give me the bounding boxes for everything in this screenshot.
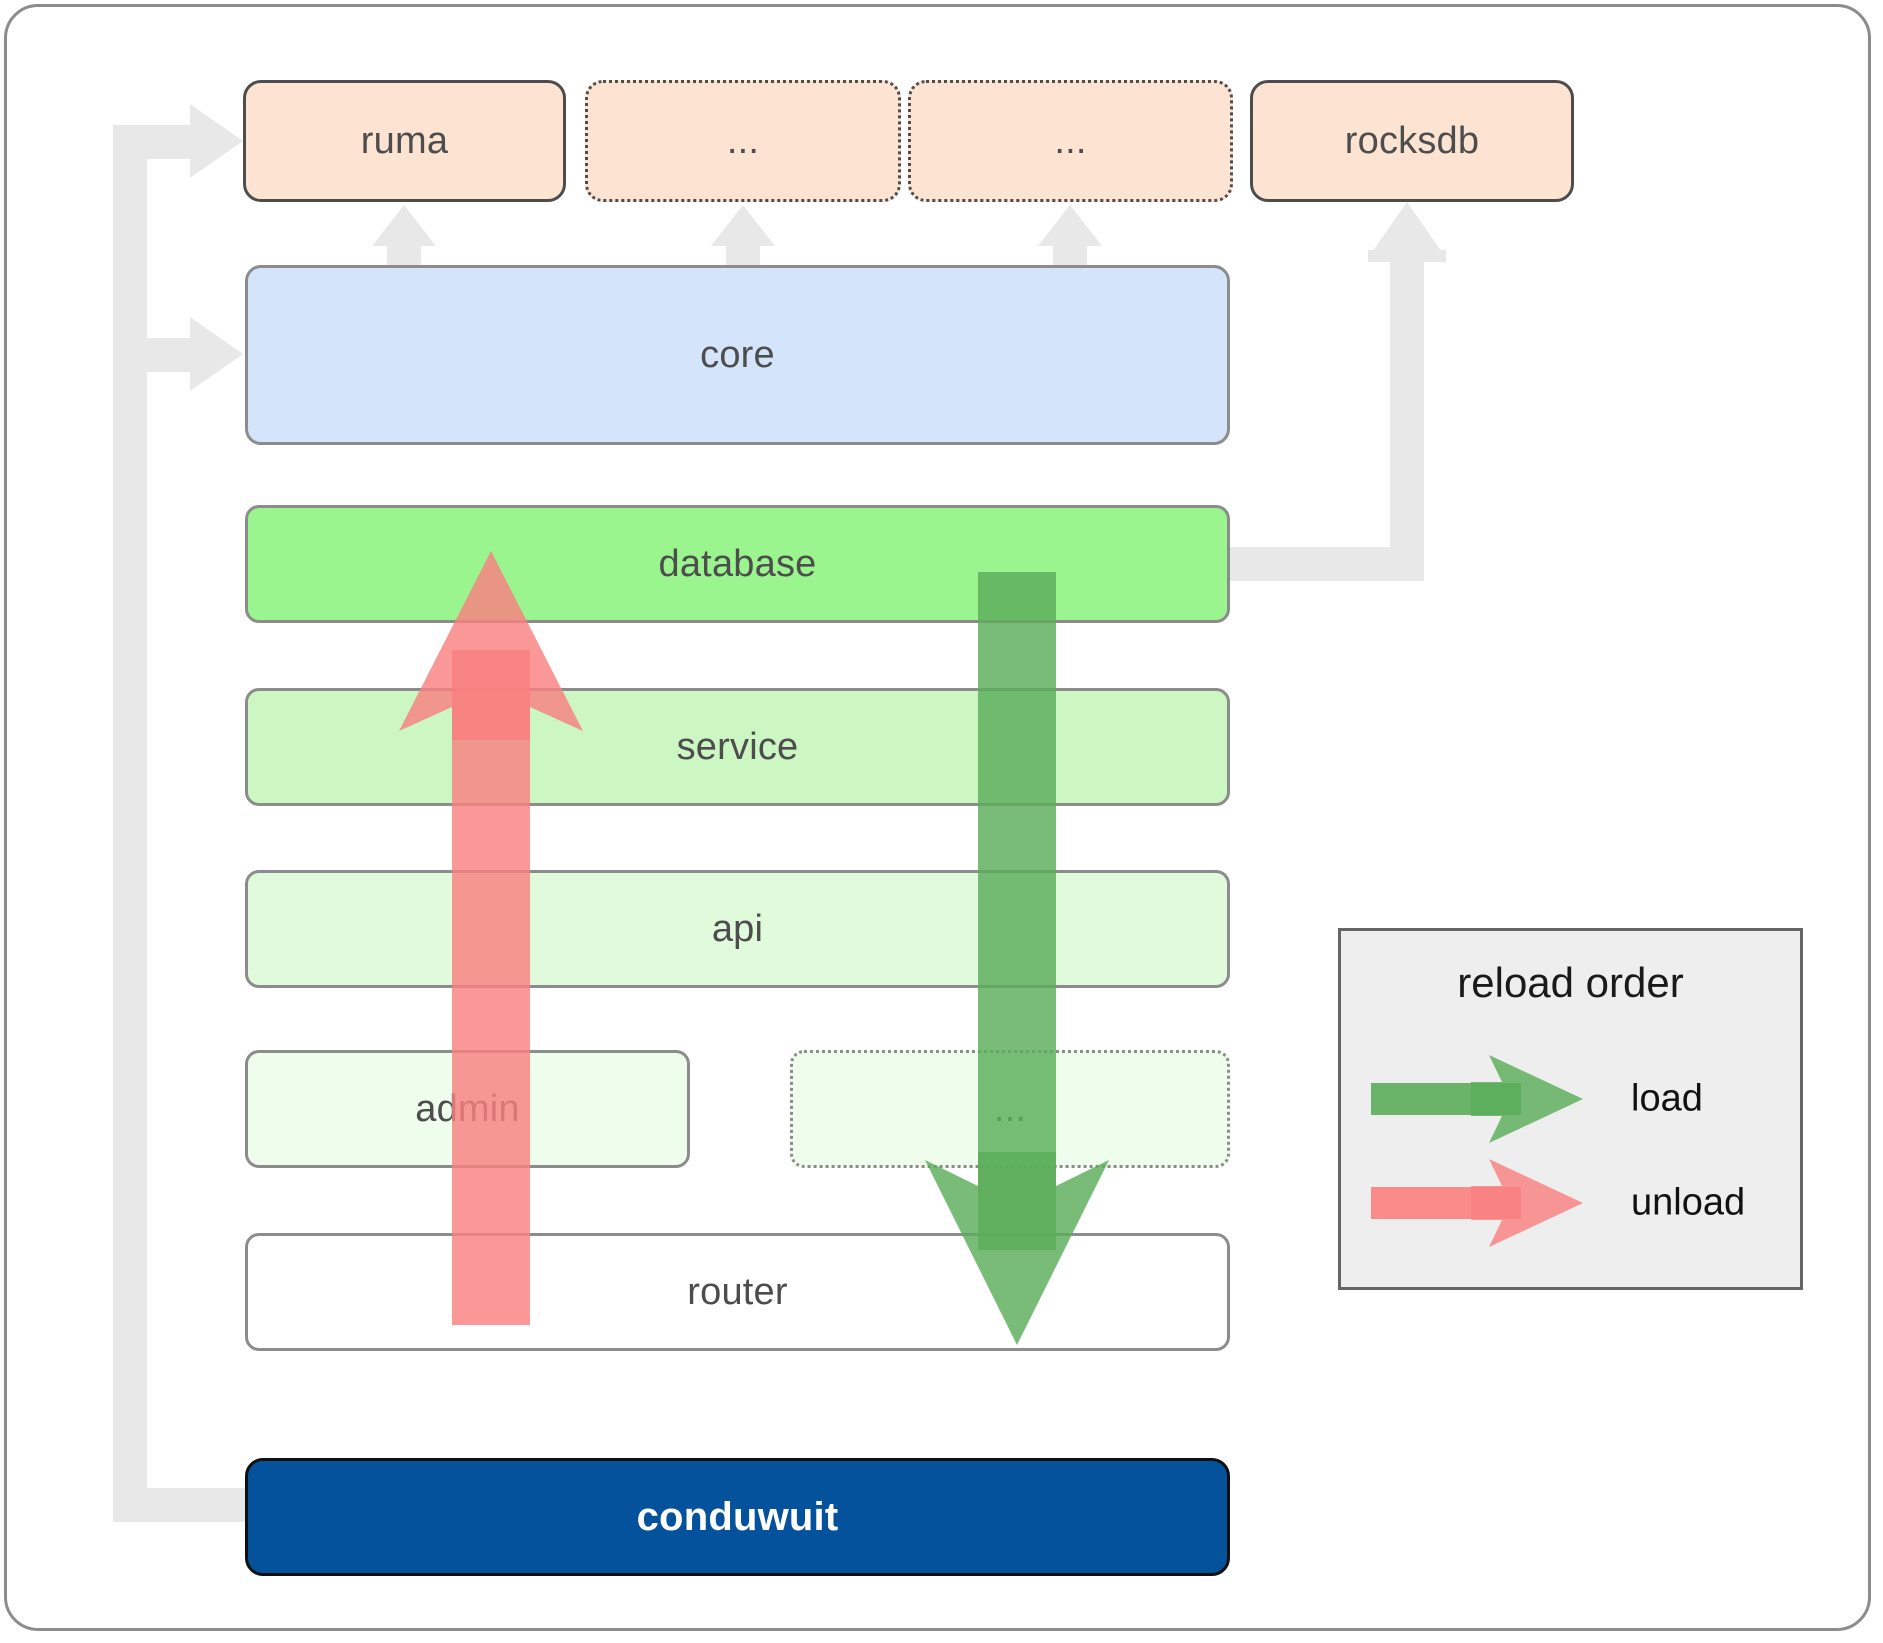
node-conduwuit[interactable]: conduwuit [245, 1458, 1230, 1576]
legend-load-arrow-icon [1371, 1055, 1583, 1143]
node-rocksdb[interactable]: rocksdb [1250, 80, 1574, 202]
node-dependency-placeholder-1[interactable]: ... [585, 80, 901, 202]
node-crate-placeholder[interactable]: ... [790, 1050, 1230, 1168]
node-api-label: api [711, 907, 764, 950]
node-admin[interactable]: admin [245, 1050, 690, 1168]
node-database[interactable]: database [245, 505, 1230, 623]
node-dependency-placeholder-2-label: ... [1054, 119, 1087, 162]
legend-load-label: load [1631, 1077, 1703, 1120]
node-ruma[interactable]: ruma [243, 80, 566, 202]
node-dependency-placeholder-2[interactable]: ... [908, 80, 1233, 202]
node-ruma-label: ruma [360, 119, 449, 162]
node-crate-placeholder-label: ... [993, 1087, 1027, 1130]
legend-panel: reload order load unload [1338, 928, 1803, 1290]
node-router[interactable]: router [245, 1233, 1230, 1351]
node-admin-label: admin [415, 1087, 520, 1130]
legend-row-load: load [1341, 1053, 1800, 1145]
node-database-label: database [658, 542, 817, 585]
node-api[interactable]: api [245, 870, 1230, 988]
node-conduwuit-label: conduwuit [636, 1494, 839, 1539]
node-rocksdb-label: rocksdb [1344, 119, 1480, 162]
legend-unload-arrow-icon [1371, 1159, 1583, 1247]
diagram-frame [4, 4, 1871, 1631]
node-dependency-placeholder-1-label: ... [726, 119, 760, 162]
node-core-label: core [700, 333, 775, 376]
legend-row-unload: unload [1341, 1157, 1800, 1249]
node-service[interactable]: service [245, 688, 1230, 806]
node-service-label: service [676, 725, 799, 768]
legend-title: reload order [1457, 959, 1684, 1006]
node-router-label: router [687, 1270, 788, 1313]
legend-unload-label: unload [1631, 1181, 1746, 1224]
node-core[interactable]: core [245, 265, 1230, 445]
